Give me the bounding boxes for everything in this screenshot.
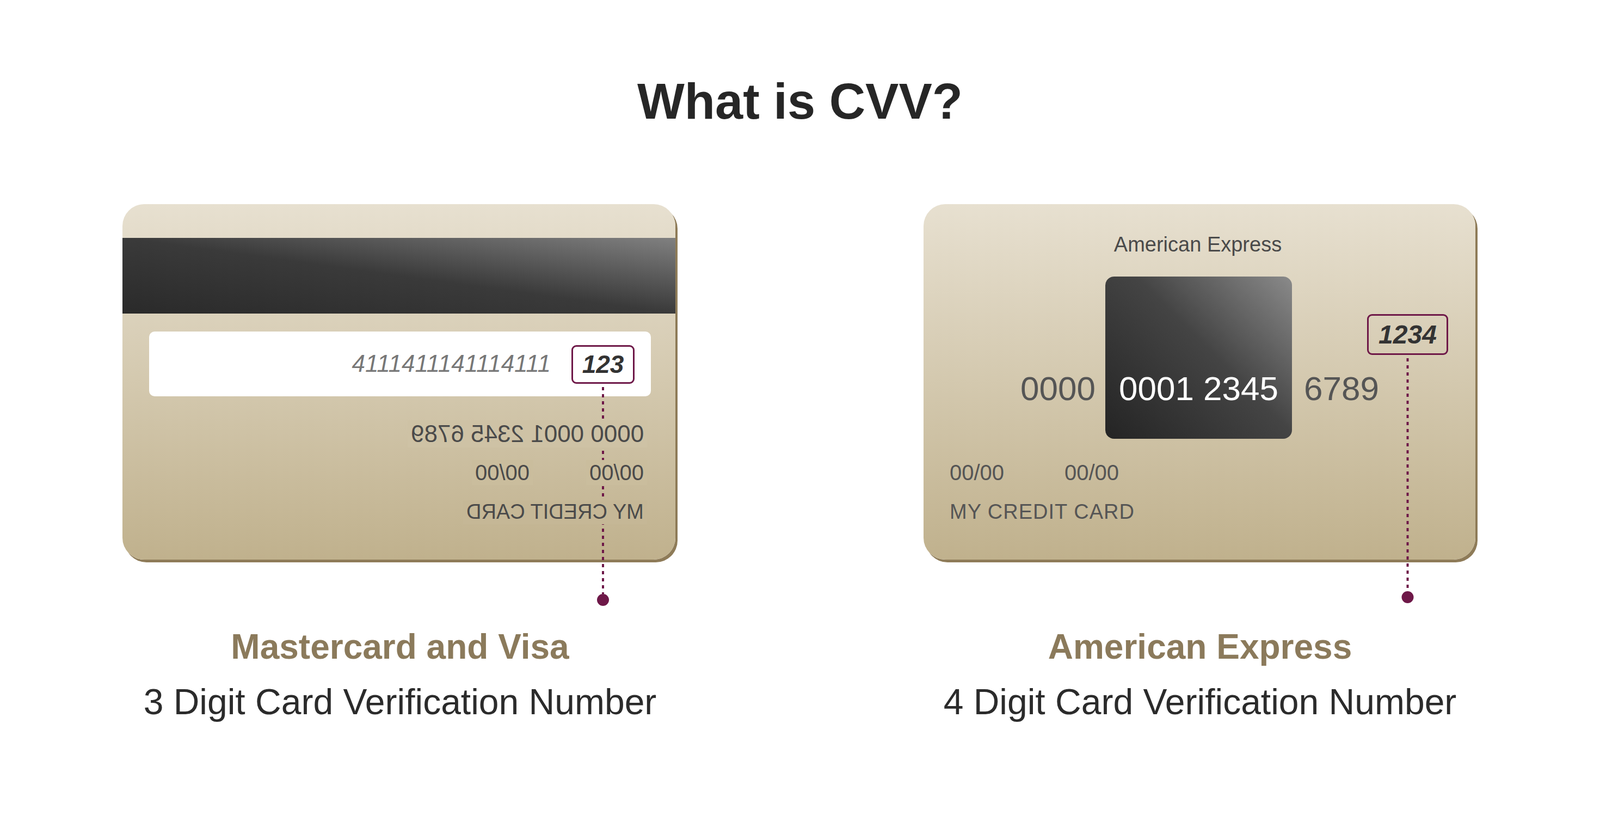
leader-dot: [1401, 591, 1414, 603]
card-brand: American Express: [1114, 232, 1282, 257]
signature-panel: 4111411141114111 123: [149, 331, 651, 397]
card-type-note: 4 Digit Card Verification Number: [943, 681, 1457, 723]
cardholder-name: MY CREDIT CARD: [949, 500, 1135, 525]
panel-number: 4111411141114111: [352, 349, 551, 378]
card-number: 0001 2345: [1118, 368, 1279, 408]
cvv-code: 123: [582, 349, 625, 379]
card-chip: 0001 2345: [1105, 276, 1292, 439]
leader-line: [601, 386, 605, 594]
magnetic-stripe: [122, 237, 676, 314]
card-number: 0000 0001 2345 6789: [407, 420, 648, 448]
cvv-code: 1234: [1378, 319, 1437, 350]
credit-card-front: American Express 0000 6789 00/00 00/00 MY CRE…: [923, 204, 1476, 560]
card-date: 00/00: [586, 459, 648, 485]
credit-card-back: 0000 0001 2345 6789 00/00 00/00 MY CREDIT C…: [122, 204, 676, 560]
card-number: 0000: [1020, 368, 1096, 408]
card-date: 00/00: [1064, 459, 1119, 485]
cvv-box: 1234: [1367, 314, 1449, 355]
cardholder-name: MY CREDIT CARD: [463, 500, 648, 525]
card-date: 00/00: [949, 459, 1005, 485]
leader-line: [1406, 358, 1409, 592]
card-number: 6789: [1303, 368, 1380, 408]
card-type-heading: Mastercard and Visa: [230, 626, 569, 668]
leader-dot: [597, 593, 609, 606]
card-type-heading: American Express: [1048, 626, 1353, 668]
cvv-box: 123: [571, 345, 635, 384]
card-type-note: 3 Digit Card Verification Number: [143, 681, 657, 723]
card-date: 00/00: [471, 459, 533, 485]
page-title: What is CVV?: [637, 72, 963, 131]
